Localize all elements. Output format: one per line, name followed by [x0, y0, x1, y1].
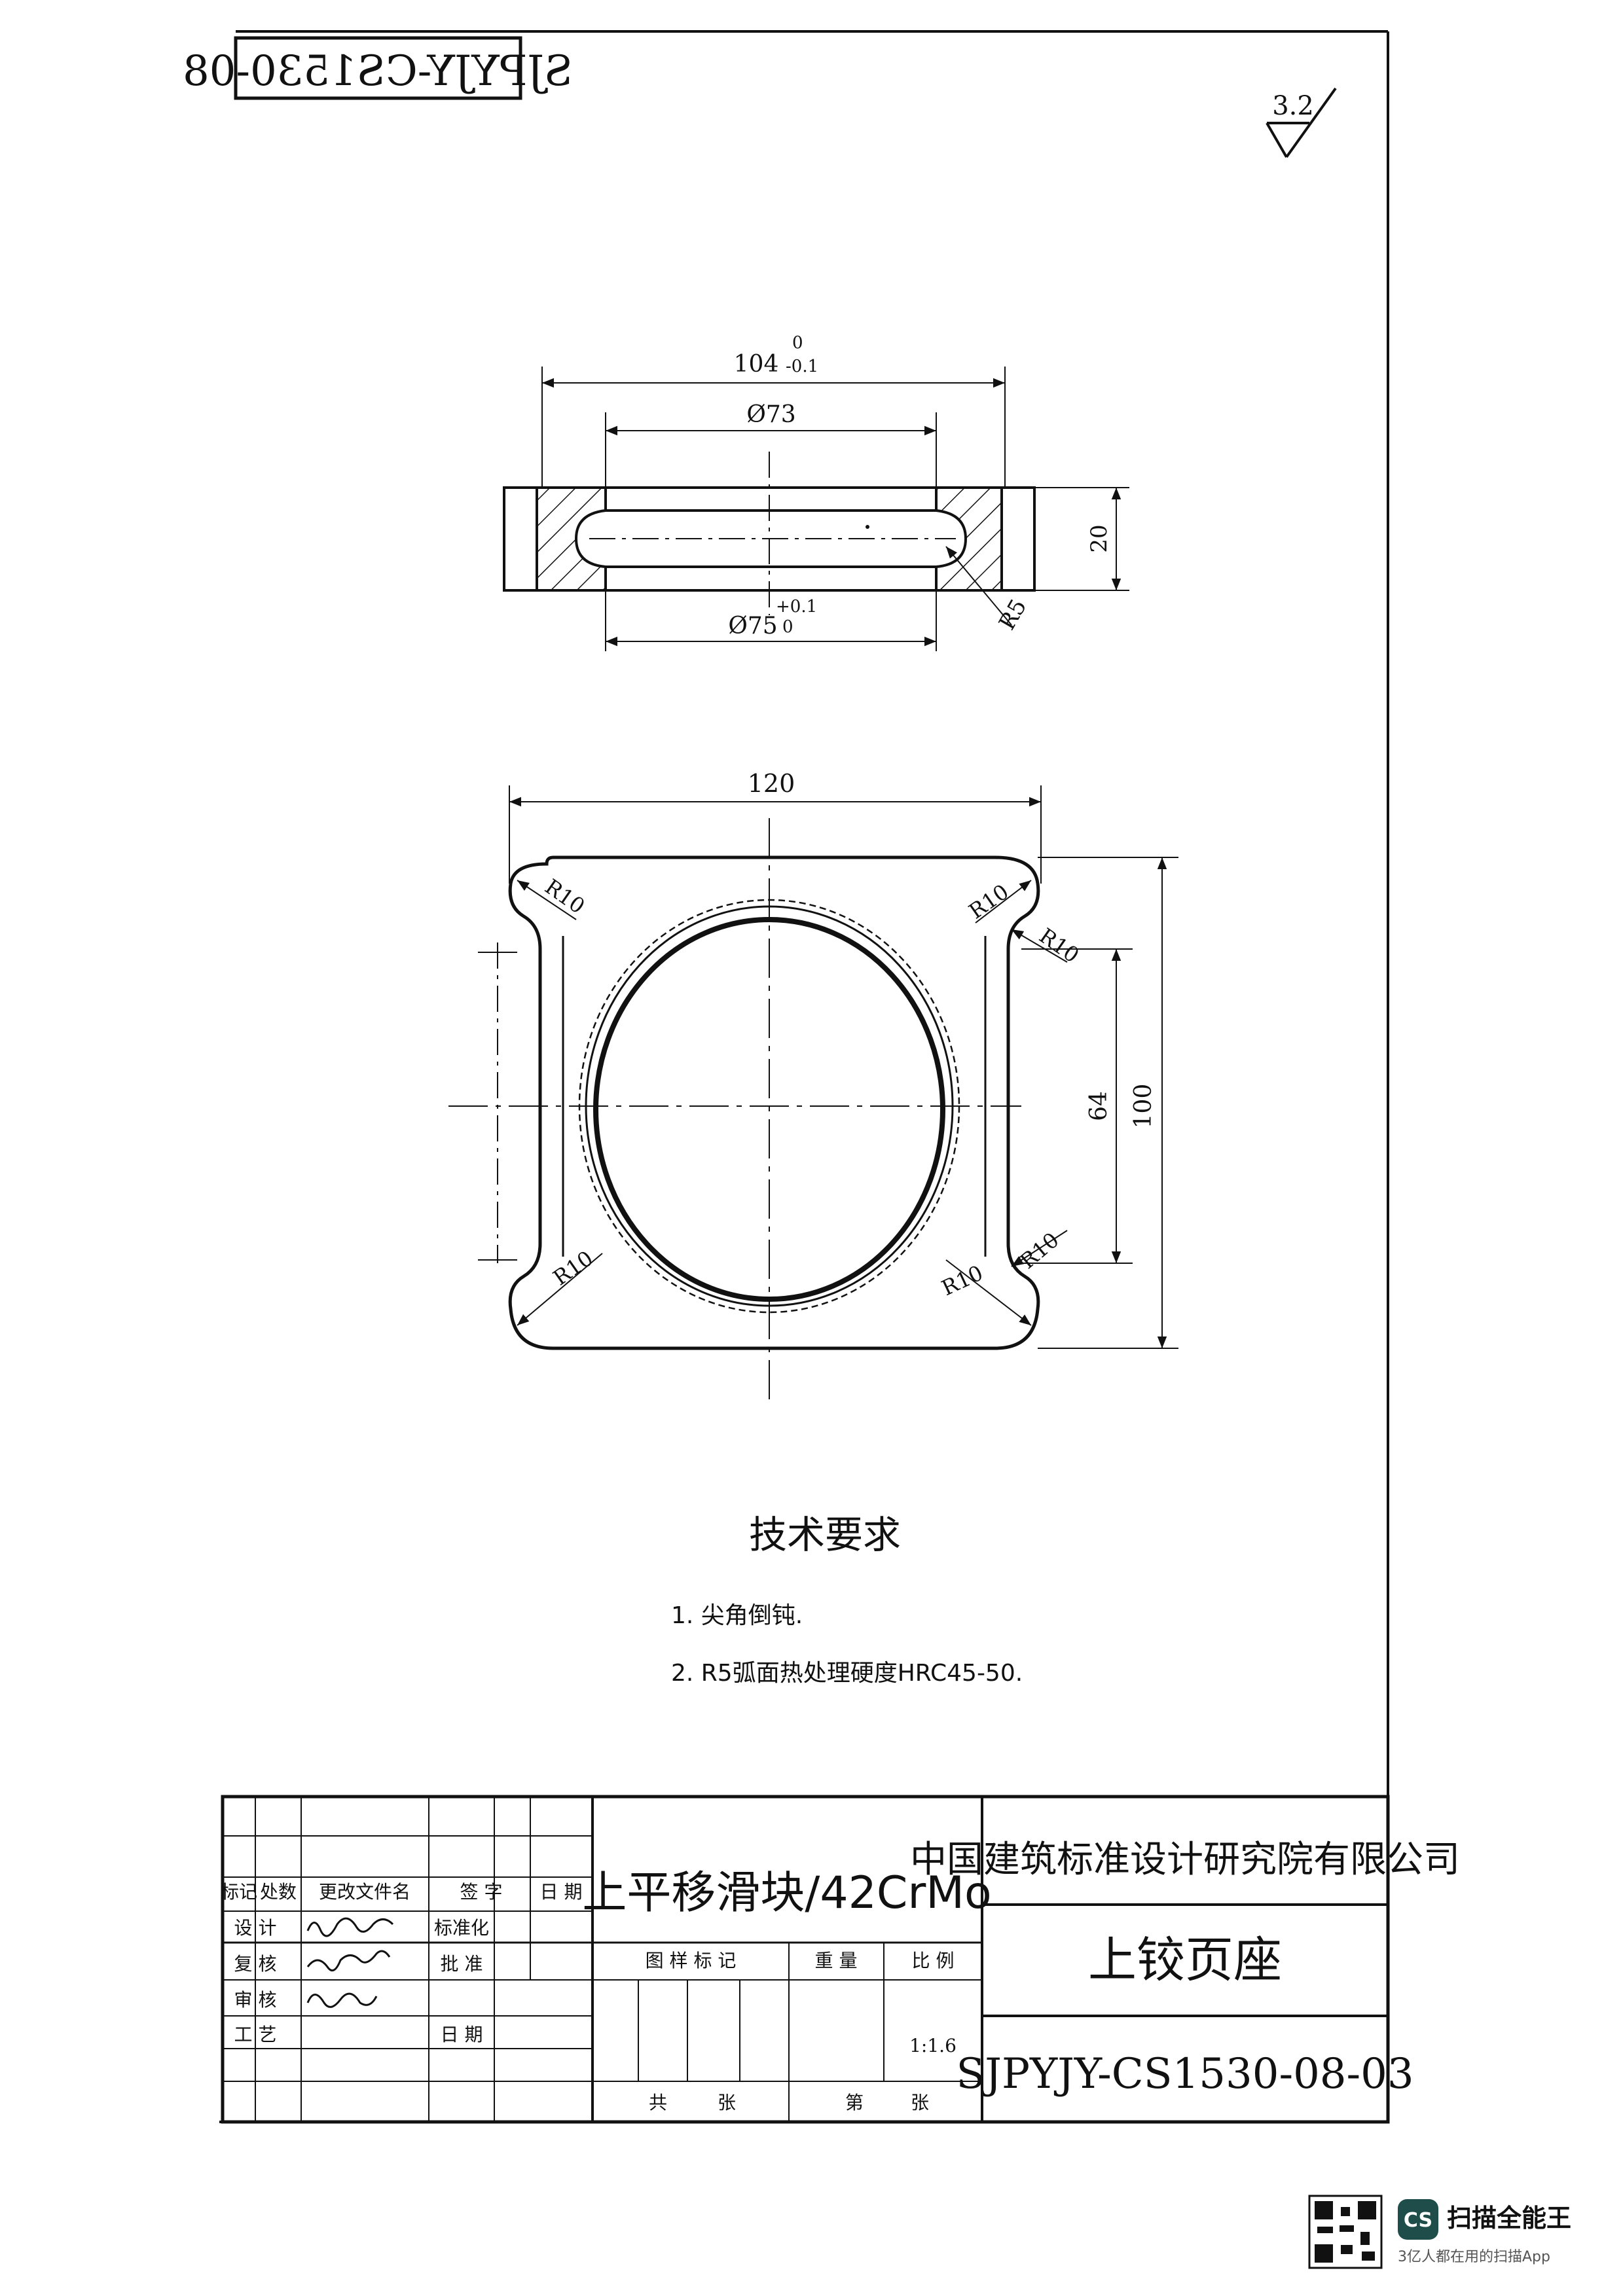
requirement-2: 2. R5弧面热处理硬度HRC45-50.	[671, 1660, 1023, 1687]
tb-role-review: 审 核	[234, 1989, 277, 2011]
scanner-watermark: CS 扫描全能王 3亿人都在用的扫描App	[1308, 2195, 1571, 2269]
cs-logo-icon	[1398, 2199, 1438, 2240]
tb-number: 第	[845, 2092, 864, 2113]
dim-width-120: 120	[748, 769, 795, 798]
radius-bottom-left: R10	[549, 1246, 598, 1290]
radius-r5: R5	[994, 595, 1032, 635]
cs-logo-text: CS	[1404, 2209, 1432, 2232]
tb-date: 日 期	[441, 2024, 483, 2045]
dim-75-lower: 0	[782, 617, 793, 637]
tb-header-count: 处数	[260, 1881, 297, 1903]
radius-right-upper: R10	[1034, 923, 1084, 967]
tb-header-mark: 标记	[221, 1881, 257, 1903]
app-tagline: 3亿人都在用的扫描App	[1398, 2249, 1550, 2265]
drawing-number: SJPYJY-CS1530-08-03	[956, 2050, 1413, 2098]
radius-right-lower: R10	[1015, 1227, 1064, 1274]
plan-view: 120 100 64 R10 R10 R10 R10 R10 R10	[448, 769, 1178, 1401]
company-name: 中国建筑标准设计研究院有限公司	[910, 1839, 1460, 1881]
qr-code-icon	[1308, 2195, 1383, 2269]
tb-ratio: 比 例	[912, 1950, 955, 1971]
dim-104-upper: 0	[792, 333, 803, 353]
dim-75-upper: +0.1	[776, 597, 817, 617]
tb-weight: 重 量	[815, 1950, 858, 1971]
tb-pattern-mark: 图 样 标 记	[646, 1950, 737, 1971]
dim-104-lower: -0.1	[786, 357, 818, 376]
tb-header-date: 日 期	[540, 1881, 583, 1903]
tb-total: 共	[649, 2092, 667, 2113]
dim-bore-75: Ø75	[728, 613, 777, 639]
dim-height-100: 100	[1130, 1084, 1157, 1129]
code-stamp-text: SJPYJY-CS1530-08	[183, 47, 573, 96]
technical-requirements: 技术要求 1. 尖角倒钝. 2. R5弧面热处理硬度HRC45-50.	[671, 1513, 1023, 1687]
dim-104: 104	[734, 351, 779, 378]
requirements-title: 技术要求	[749, 1513, 901, 1557]
title-block	[221, 1795, 1390, 2124]
requirement-1: 1. 尖角倒钝.	[671, 1602, 803, 1629]
tb-role-check: 复 核	[234, 1953, 277, 1975]
app-name: 扫描全能王	[1447, 2204, 1571, 2233]
dim-bore-73: Ø73	[746, 401, 795, 428]
signature-marks	[306, 1917, 394, 2008]
section-view: 104 0 -0.1 Ø73 Ø75 +0.1 0 20 R5	[503, 333, 1129, 651]
assembly-name: 上铰页座	[1088, 1932, 1282, 1988]
code-stamp: SJPYJY-CS1530-08	[183, 36, 573, 100]
dim-thickness-20: 20	[1086, 524, 1112, 552]
tb-approve: 批 准	[441, 1953, 483, 1975]
dim-slot-64: 64	[1085, 1091, 1112, 1121]
roughness-value: 3.2	[1272, 91, 1314, 121]
sheet-frame	[219, 30, 1389, 2123]
tb-standardize: 标准化	[434, 1917, 489, 1939]
tb-scale: 1:1.6	[909, 2035, 957, 2056]
radius-bottom-right: R10	[938, 1260, 987, 1300]
title-block-text: 标记 处数 更改文件名 签 字 日 期 设 计 复 核 审 核 工 艺 标准化 …	[221, 1839, 1460, 2113]
tb-sheets: 张	[718, 2092, 736, 2113]
tb-role-process: 工 艺	[234, 2024, 277, 2045]
tb-header-change-file: 更改文件名	[319, 1881, 410, 1903]
radius-top-right: R10	[964, 879, 1013, 924]
part-name: 上平移滑块/42CrMo	[582, 1867, 991, 1919]
roughness-symbol: 3.2	[1266, 87, 1337, 158]
tb-header-sign: 签 字	[460, 1881, 503, 1903]
tb-role-design: 设 计	[234, 1917, 277, 1939]
tb-sheet-no: 张	[911, 2092, 929, 2113]
